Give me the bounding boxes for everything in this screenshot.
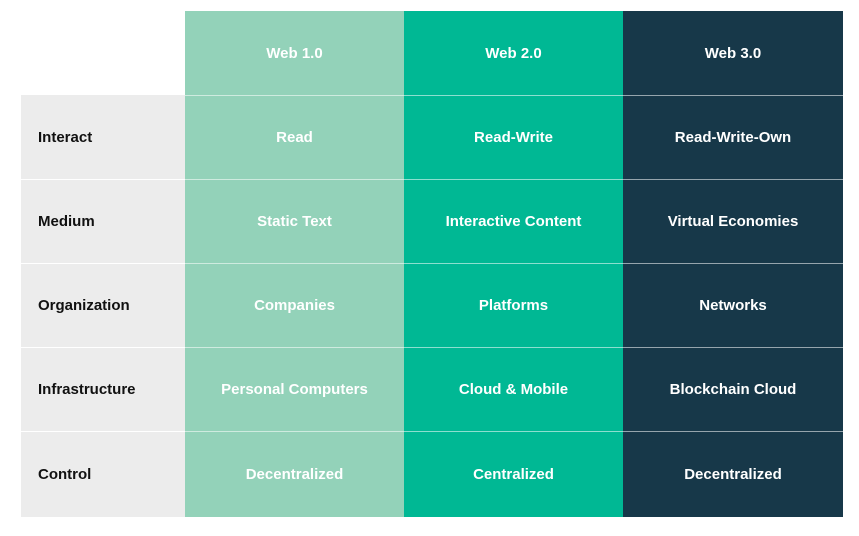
column-header-web2: Web 2.0 <box>404 11 623 95</box>
cell-organization-web2: Platforms <box>404 263 623 347</box>
cell-infrastructure-web1: Personal Computers <box>185 347 404 431</box>
cell-medium-web3: Virtual Economies <box>623 179 843 263</box>
row-label-organization: Organization <box>21 263 185 347</box>
cell-control-web3: Decentralized <box>623 431 843 517</box>
cell-organization-web1: Companies <box>185 263 404 347</box>
cell-interact-web1: Read <box>185 95 404 179</box>
row-label-medium: Medium <box>21 179 185 263</box>
column-header-web3: Web 3.0 <box>623 11 843 95</box>
cell-infrastructure-web2: Cloud & Mobile <box>404 347 623 431</box>
cell-control-web1: Decentralized <box>185 431 404 517</box>
column-header-web1: Web 1.0 <box>185 11 404 95</box>
row-label-control: Control <box>21 431 185 517</box>
cell-organization-web3: Networks <box>623 263 843 347</box>
cell-medium-web2: Interactive Content <box>404 179 623 263</box>
table-corner <box>21 11 185 95</box>
web-comparison-table: Web 1.0 Web 2.0 Web 3.0 Interact Read Re… <box>21 11 843 517</box>
row-label-interact: Interact <box>21 95 185 179</box>
cell-interact-web3: Read-Write-Own <box>623 95 843 179</box>
cell-medium-web1: Static Text <box>185 179 404 263</box>
row-label-infrastructure: Infrastructure <box>21 347 185 431</box>
cell-control-web2: Centralized <box>404 431 623 517</box>
cell-infrastructure-web3: Blockchain Cloud <box>623 347 843 431</box>
cell-interact-web2: Read-Write <box>404 95 623 179</box>
